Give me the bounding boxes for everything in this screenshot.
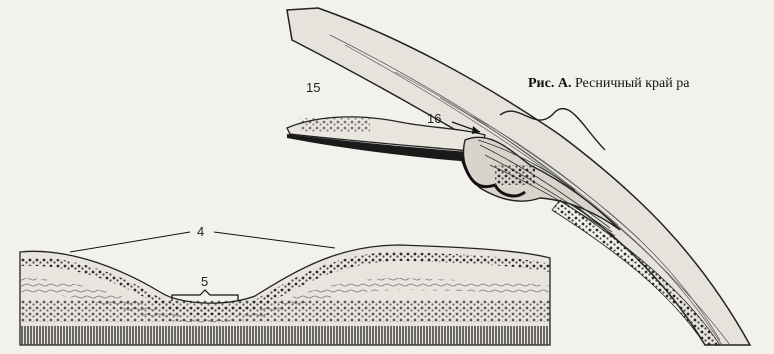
iris-dots [300, 118, 370, 132]
label-16: 16 [427, 111, 441, 126]
leader-4-left [70, 232, 190, 252]
label-5: 5 [201, 274, 208, 289]
bracket-5 [172, 290, 238, 301]
label-4: 4 [197, 224, 204, 239]
ciliary-dots [495, 165, 535, 185]
caption-text: Ресничный край ра [575, 76, 690, 91]
photoreceptor-layer [20, 326, 550, 345]
figure-caption: Рис. А. Ресничный край ра [528, 76, 689, 92]
label-15: 15 [306, 80, 320, 95]
caption-prefix: Рис. А. [528, 76, 571, 91]
nuclear-layer [20, 300, 550, 322]
lower-structure: 4 5 [20, 224, 550, 345]
leader-4-right [214, 232, 335, 248]
